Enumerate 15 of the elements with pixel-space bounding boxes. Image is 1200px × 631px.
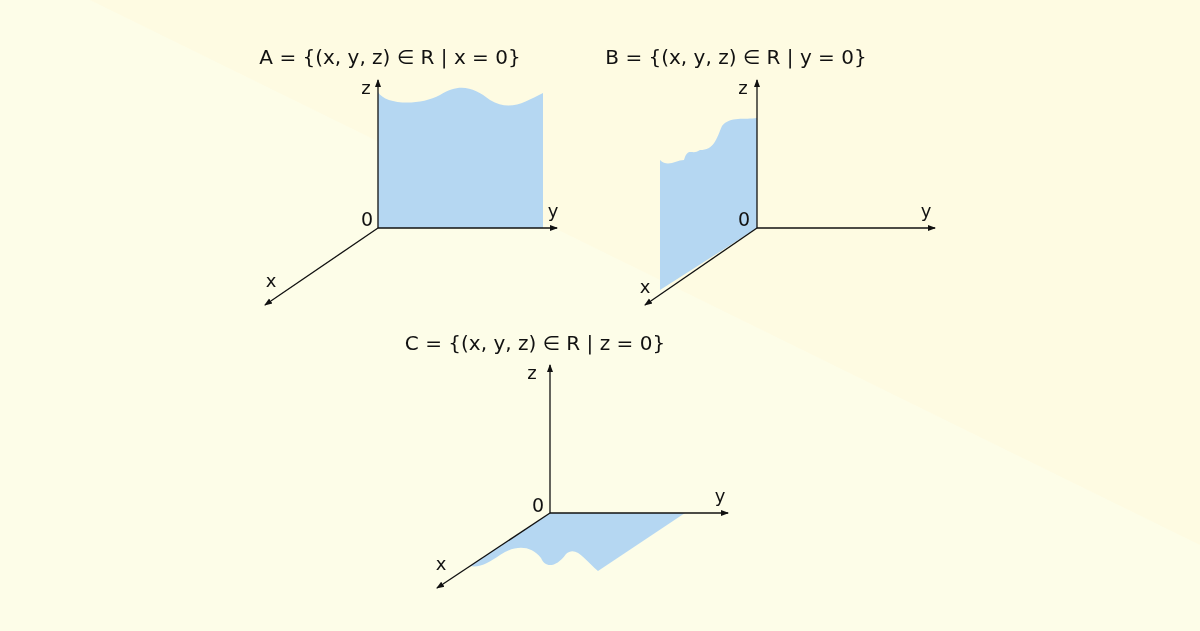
origin-label: 0 [531, 495, 545, 515]
axis-label: y [714, 487, 726, 505]
axis-label: z [527, 364, 537, 382]
set-formula: B = {(x, y, z) ∈ R | y = 0} [605, 47, 867, 67]
axis-label: y [547, 202, 559, 220]
axis-label: z [361, 79, 371, 97]
origin-label: 0 [737, 209, 751, 229]
axis-label: z [738, 79, 748, 97]
set-formula: C = {(x, y, z) ∈ R | z = 0} [404, 333, 666, 353]
axis-label: y [920, 202, 932, 220]
axis-label: x [435, 555, 447, 573]
axis-label: x [265, 272, 277, 290]
axis-label: x [639, 278, 651, 296]
set-formula: A = {(x, y, z) ∈ R | x = 0} [259, 47, 521, 67]
origin-label: 0 [360, 209, 374, 229]
